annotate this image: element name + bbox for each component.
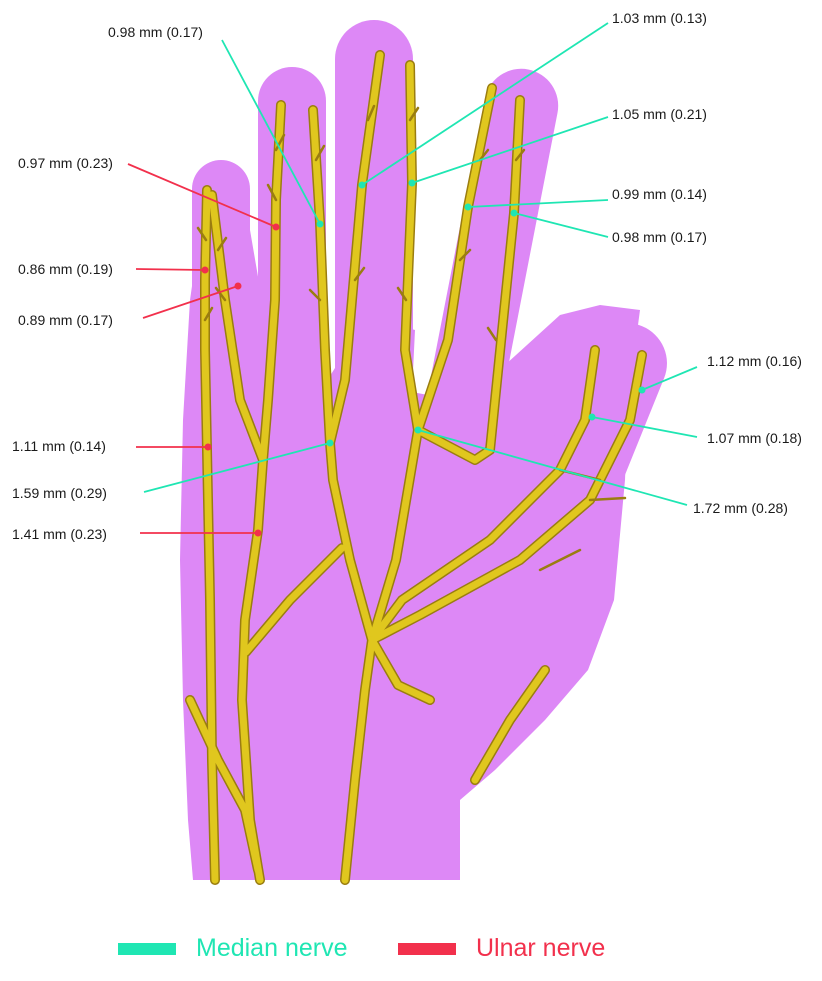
median-measurement-label: 1.07 mm (0.18) xyxy=(707,430,802,446)
ulnar-measurement-label: 1.11 mm (0.14) xyxy=(12,438,106,454)
ulnar-measurement-point xyxy=(235,283,242,290)
median-measurement-label: 1.03 mm (0.13) xyxy=(612,10,707,26)
median-measurement-point xyxy=(359,182,366,189)
median-measurement-label: 1.05 mm (0.21) xyxy=(612,106,707,122)
median-measurement-label: 0.99 mm (0.14) xyxy=(612,186,707,202)
ulnar-measurement-point xyxy=(205,444,212,451)
legend-ulnar-swatch xyxy=(398,943,456,955)
ulnar-measurement-point xyxy=(255,530,262,537)
ulnar-leader-line xyxy=(136,269,205,270)
median-measurement-point xyxy=(317,221,324,228)
median-measurement-label: 0.98 mm (0.17) xyxy=(612,229,707,245)
ulnar-measurement-label: 0.89 mm (0.17) xyxy=(18,312,113,328)
median-measurement-label: 1.59 mm (0.29) xyxy=(12,485,107,501)
legend-median: Median nerve xyxy=(118,934,347,963)
legend-median-swatch xyxy=(118,943,176,955)
legend-median-label: Median nerve xyxy=(196,934,347,963)
median-measurement-point xyxy=(415,427,422,434)
ulnar-measurement-label: 1.41 mm (0.23) xyxy=(12,526,107,542)
median-measurement-point xyxy=(409,180,416,187)
ulnar-measurement-point xyxy=(202,267,209,274)
median-measurement-label: 1.12 mm (0.16) xyxy=(707,353,802,369)
median-measurement-point xyxy=(465,204,472,211)
median-measurement-point xyxy=(511,210,518,217)
ulnar-measurement-label: 0.86 mm (0.19) xyxy=(18,261,113,277)
legend-ulnar-label: Ulnar nerve xyxy=(476,934,605,963)
median-measurement-label: 0.98 mm (0.17) xyxy=(108,24,203,40)
median-measurement-point xyxy=(639,387,646,394)
median-measurement-point xyxy=(327,440,334,447)
ulnar-measurement-point xyxy=(273,224,280,231)
median-measurement-label: 1.72 mm (0.28) xyxy=(693,500,788,516)
ulnar-measurement-label: 0.97 mm (0.23) xyxy=(18,155,113,171)
legend-ulnar: Ulnar nerve xyxy=(398,934,605,963)
median-measurement-point xyxy=(589,414,596,421)
